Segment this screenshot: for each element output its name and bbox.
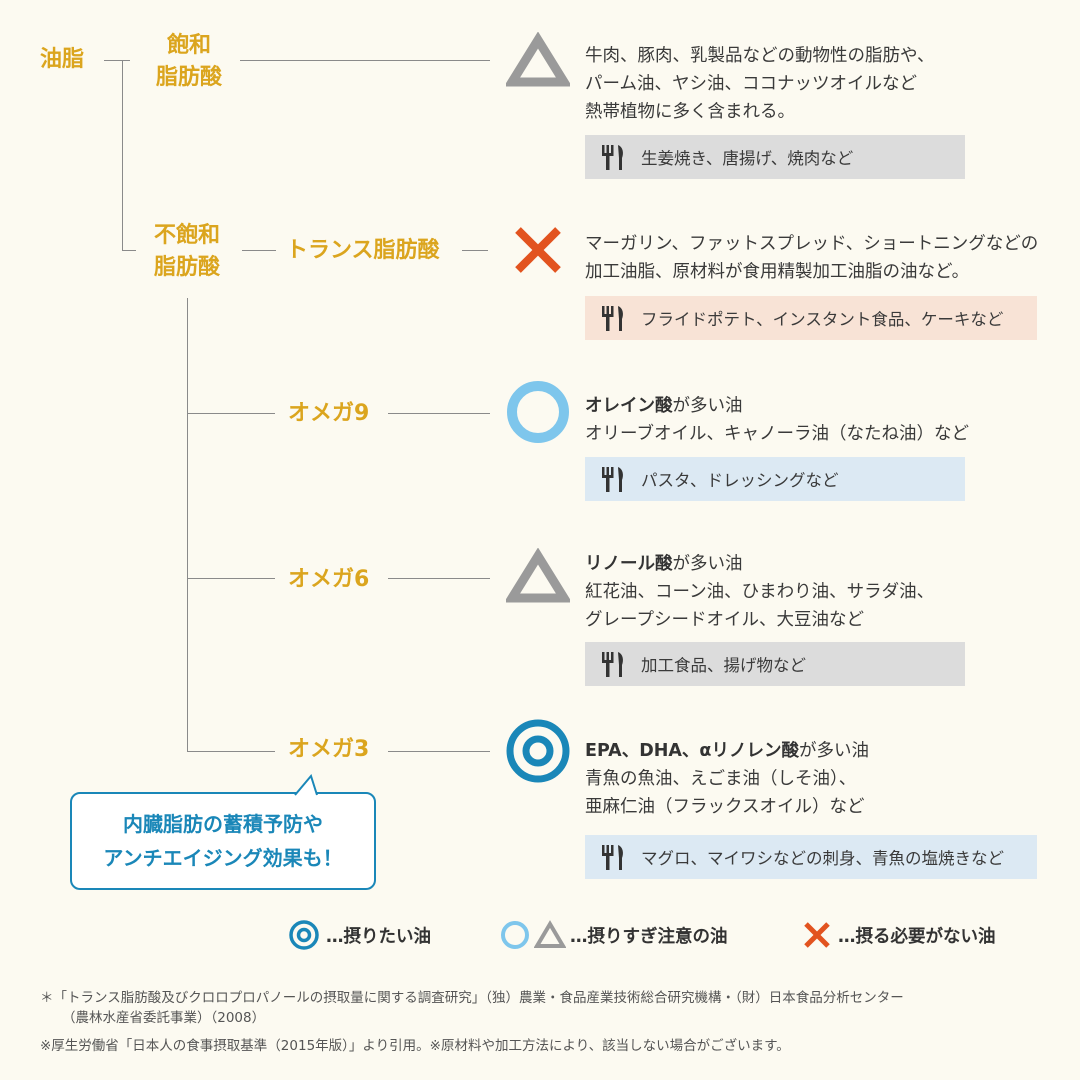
fork-knife-icon bbox=[602, 652, 623, 677]
bubble-line1: 内臓脂肪の蓄積予防や bbox=[123, 812, 323, 836]
footnote-line1: ＊「トランス脂肪酸及びクロロプロパノールの摂取量に関する調査研究」（独）農業・食… bbox=[40, 990, 904, 1006]
saturated-description: 牛肉、豚肉、乳製品などの動物性の脂肪や、 パーム油、ヤシ油、ココナッツオイルなど… bbox=[585, 42, 934, 126]
connector-unsaturated-vertical bbox=[187, 298, 188, 752]
root-label: 油脂 bbox=[40, 47, 85, 72]
omega3-foods-box: マグロ、マイワシなどの刺身、青魚の塩焼きなど bbox=[585, 835, 1037, 879]
description-line: オリーブオイル、キャノーラ油（なたね油）など bbox=[585, 424, 969, 444]
double-circle-icon bbox=[289, 920, 319, 950]
legend-recommended: …摂りたい油 bbox=[288, 920, 431, 950]
circle-icon bbox=[501, 921, 529, 949]
description-line: 紅花油、コーン油、ひまわり油、サラダ油、 bbox=[585, 582, 935, 602]
legend-unnecessary-text: …摂る必要がない油 bbox=[838, 926, 996, 947]
connector-root bbox=[104, 60, 130, 61]
connector-to-omega6 bbox=[187, 578, 275, 579]
heading-rest: が多い油 bbox=[672, 396, 743, 416]
saturated-label-line2: 脂肪酸 bbox=[155, 65, 222, 90]
omega9-label: オメガ9 bbox=[288, 401, 370, 426]
connector-trans-right bbox=[462, 250, 488, 251]
omega6-label: オメガ6 bbox=[288, 567, 370, 592]
omega9-foods-box: パスタ、ドレッシングなど bbox=[585, 457, 965, 501]
connector-to-omega3 bbox=[187, 751, 275, 752]
foods-text: マグロ、マイワシなどの刺身、青魚の塩焼きなど bbox=[641, 849, 1004, 868]
fork-knife-icon bbox=[602, 306, 623, 331]
omega6-foods-box: 加工食品、揚げ物など bbox=[585, 642, 965, 686]
unsaturated-label-line2: 脂肪酸 bbox=[153, 255, 220, 280]
connector-to-trans bbox=[242, 250, 276, 251]
triangle-icon bbox=[534, 920, 566, 948]
legend-unnecessary: …摂る必要がない油 bbox=[802, 920, 996, 950]
description-line: 熱帯植物に多く含まれる。 bbox=[585, 102, 795, 122]
saturated-label-line1: 飽和 bbox=[166, 33, 211, 58]
description-heading: リノール酸が多い油 bbox=[585, 550, 934, 578]
omega3-description: EPA、DHA、αリノレン酸が多い油 青魚の魚油、えごま油（しそ油）、 亜麻仁油… bbox=[585, 737, 869, 821]
cross-icon bbox=[804, 922, 830, 948]
omega9-description: オレイン酸が多い油 オリーブオイル、キャノーラ油（なたね油）など bbox=[585, 392, 969, 448]
key-acid: オレイン酸 bbox=[585, 396, 673, 416]
omega3-label: オメガ3 bbox=[288, 737, 370, 762]
foods-text: フライドポテト、インスタント食品、ケーキなど bbox=[641, 310, 1004, 329]
footnote-line2: （農林水産省委託事業）（2008） bbox=[62, 1010, 266, 1026]
trans-fatty-acid-label: トランス脂肪酸 bbox=[286, 238, 440, 263]
legend-recommended-text: …摂りたい油 bbox=[326, 926, 431, 947]
key-acid: EPA、DHA、αリノレン酸 bbox=[585, 741, 799, 761]
description-line: 牛肉、豚肉、乳製品などの動物性の脂肪や、 bbox=[585, 46, 935, 66]
saturated-foods-box: 生姜焼き、唐揚げ、焼肉など bbox=[585, 135, 965, 179]
footnote-line3: ※厚生労働省「日本人の食事摂取基準（2015年版）」より引用。※原材料や加工方法… bbox=[40, 1038, 790, 1054]
unsaturated-fatty-acid-label: 不飽和 脂肪酸 bbox=[140, 220, 234, 284]
fork-knife-icon bbox=[602, 467, 623, 492]
connector-to-omega9 bbox=[187, 413, 275, 414]
description-line: マーガリン、ファットスプレッド、ショートニングなどの bbox=[585, 234, 1039, 254]
trans-description: マーガリン、ファットスプレッド、ショートニングなどの 加工油脂、原材料が食用精製… bbox=[585, 230, 1038, 286]
triangle-icon bbox=[506, 548, 570, 603]
heading-rest: が多い油 bbox=[798, 741, 869, 761]
connector-root-vertical bbox=[122, 60, 123, 250]
speech-bubble: 内臓脂肪の蓄積予防や アンチエイジング効果も！ bbox=[70, 792, 376, 890]
trans-foods-box: フライドポテト、インスタント食品、ケーキなど bbox=[585, 296, 1037, 340]
connector-saturated bbox=[240, 60, 490, 61]
triangle-icon bbox=[506, 32, 570, 87]
legend-caution: …摂りすぎ注意の油 bbox=[500, 920, 728, 950]
foods-text: 生姜焼き、唐揚げ、焼肉など bbox=[641, 149, 854, 168]
description-heading: オレイン酸が多い油 bbox=[585, 392, 969, 420]
legend-caution-text: …摂りすぎ注意の油 bbox=[570, 926, 728, 947]
connector-to-unsaturated bbox=[122, 250, 136, 251]
connector-omega9-right bbox=[388, 413, 490, 414]
saturated-fatty-acid-label: 飽和 脂肪酸 bbox=[144, 30, 234, 94]
cross-icon bbox=[515, 227, 561, 273]
description-line: グレープシードオイル、大豆油など bbox=[585, 610, 864, 630]
description-line: 加工油脂、原材料が食用精製加工油脂の油など。 bbox=[585, 262, 970, 282]
foods-text: パスタ、ドレッシングなど bbox=[641, 471, 839, 490]
fork-knife-icon bbox=[602, 845, 623, 870]
connector-omega3-right bbox=[388, 751, 490, 752]
omega6-description: リノール酸が多い油 紅花油、コーン油、ひまわり油、サラダ油、 グレープシードオイ… bbox=[585, 550, 934, 634]
double-circle-icon bbox=[506, 719, 570, 783]
fork-knife-icon bbox=[602, 145, 623, 170]
description-line: パーム油、ヤシ油、ココナッツオイルなど bbox=[585, 74, 917, 94]
foods-text: 加工食品、揚げ物など bbox=[641, 656, 806, 675]
circle-icon bbox=[507, 381, 569, 443]
bubble-line2: アンチエイジング効果も！ bbox=[103, 846, 343, 870]
description-line: 亜麻仁油（フラックスオイル）など bbox=[585, 797, 865, 817]
heading-rest: が多い油 bbox=[672, 554, 743, 574]
description-line: 青魚の魚油、えごま油（しそ油）、 bbox=[585, 769, 857, 789]
key-acid: リノール酸 bbox=[585, 554, 673, 574]
connector-omega6-right bbox=[388, 578, 490, 579]
bubble-tail-icon bbox=[294, 774, 318, 796]
description-heading: EPA、DHA、αリノレン酸が多い油 bbox=[585, 737, 869, 765]
unsaturated-label-line1: 不飽和 bbox=[153, 223, 220, 248]
